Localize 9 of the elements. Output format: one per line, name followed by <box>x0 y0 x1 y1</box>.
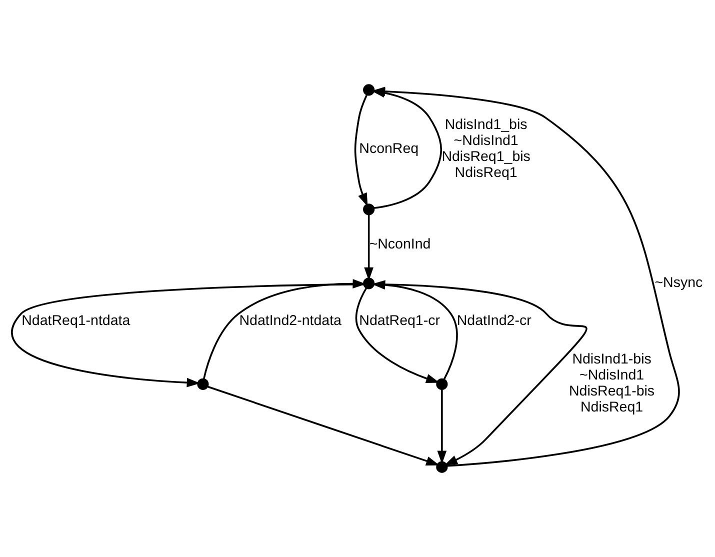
edge-label: NdisInd1-bis ~NdisInd1 NdisReq1-bis NdisReq1 <box>569 351 655 416</box>
edge-label: NdatReq1-cr <box>359 313 440 330</box>
edge-label: NdisInd1_bis ~NdisInd1 NdisReq1_bis NdisReq1 <box>442 116 530 182</box>
edge-label: NdatReq1-ntdata <box>22 313 130 330</box>
edge-label: NdatInd2-ntdata <box>239 313 342 330</box>
edge-label: ~Nsync <box>654 274 703 291</box>
edge-label: NconReq <box>359 141 419 158</box>
edge-label: NdatInd2-cr <box>456 313 532 330</box>
edge-label: ~NconInd <box>369 236 431 252</box>
